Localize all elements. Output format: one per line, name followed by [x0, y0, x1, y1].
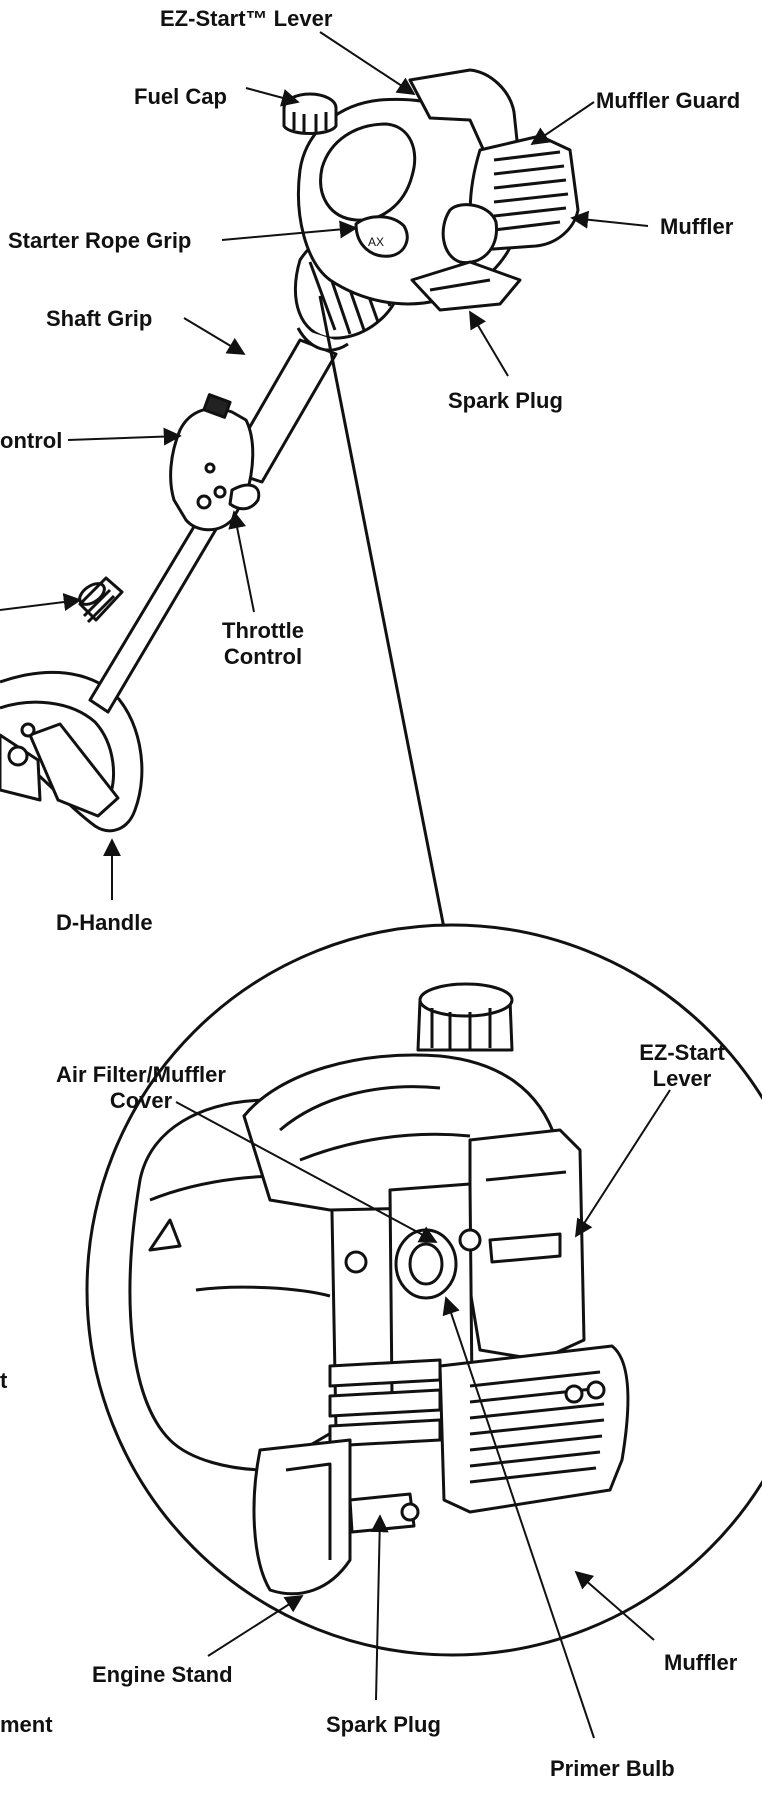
detail-connector-line — [318, 295, 466, 1031]
label-ez-start-lever-detail: EZ-Start Lever — [622, 1040, 742, 1092]
callout-shaft-grip — [183, 317, 246, 355]
callout-spark-plug-detail — [370, 1514, 389, 1701]
label-engine-stand: Engine Stand — [92, 1662, 233, 1687]
label-muffler-top: Muffler — [660, 214, 734, 239]
label-throttle-line2: Control — [223, 644, 303, 669]
label-partial-ment: ment — [0, 1712, 53, 1737]
label-partial-t: t — [0, 1368, 8, 1393]
engine-detail-illustration — [85, 923, 762, 1657]
label-ez-start-lever-top: EZ-Start™ Lever — [160, 6, 333, 31]
trimmer-upper-illustration: AX — [0, 68, 580, 833]
label-air-filter-line1: Air Filter/Muffler — [56, 1062, 226, 1087]
label-spark-plug-top: Spark Plug — [448, 388, 563, 413]
label-starter-rope-grip: Starter Rope Grip — [8, 228, 192, 253]
label-fuel-cap: Fuel Cap — [134, 84, 227, 109]
callout-muffler-detail — [574, 1570, 655, 1641]
label-ez-start-detail-line1: EZ-Start — [639, 1040, 725, 1065]
callout-primer-bulb — [442, 1296, 595, 1739]
label-air-filter-cover: Air Filter/Muffler Cover — [36, 1062, 246, 1114]
engine-housing-illustration: AX — [282, 68, 580, 312]
callout-ez-start-detail — [575, 1089, 671, 1238]
label-spark-plug-detail: Spark Plug — [326, 1712, 441, 1737]
callout-shaft-clip — [0, 593, 82, 611]
label-d-handle: D-Handle — [56, 910, 153, 935]
label-air-filter-line2: Cover — [109, 1088, 173, 1113]
callout-muffler-top — [570, 210, 649, 229]
callout-ez-start-top — [319, 31, 416, 95]
callout-muffler-guard — [530, 101, 595, 146]
callout-lines — [0, 31, 671, 1739]
label-throttle-control: Throttle Control — [188, 618, 338, 670]
label-muffler-guard: Muffler Guard — [596, 88, 741, 113]
callout-air-filter — [175, 1101, 438, 1243]
callout-throttle — [228, 510, 255, 613]
label-throttle-line1: Throttle — [222, 618, 304, 643]
callout-control — [67, 427, 182, 446]
label-ez-start-detail-line2: Lever — [652, 1066, 712, 1091]
label-control-partial: ontrol — [0, 428, 63, 453]
callout-fuel-cap — [245, 87, 300, 107]
label-primer-bulb: Primer Bulb — [550, 1756, 675, 1781]
callout-starter-rope — [221, 220, 358, 241]
svg-text:AX: AX — [368, 235, 384, 249]
throttle-housing-illustration — [169, 393, 261, 532]
label-shaft-grip: Shaft Grip — [46, 306, 153, 331]
label-muffler-detail: Muffler — [664, 1650, 738, 1675]
callout-spark-plug-top — [469, 310, 509, 377]
callout-engine-stand — [207, 1595, 304, 1657]
